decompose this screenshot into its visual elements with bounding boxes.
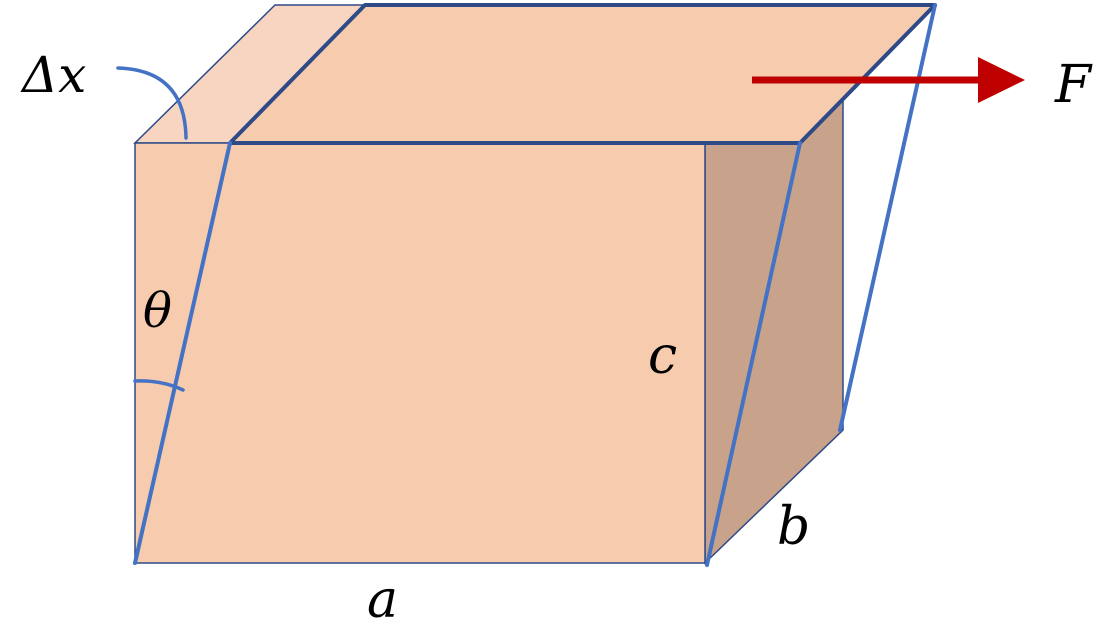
- edge-c-label: c: [648, 326, 677, 386]
- force-arrowhead-icon: [978, 57, 1025, 103]
- sheared-back-right-edge: [838, 3, 937, 432]
- edge-b-label: b: [777, 497, 810, 557]
- delta-x-label: Δx: [20, 46, 86, 104]
- edge-a-label: a: [367, 570, 398, 630]
- sheared-front-right-edge: [705, 141, 802, 567]
- delta-x-pointer-arc: [116, 66, 188, 140]
- force-label: F: [1054, 55, 1093, 115]
- sheared-outline: [133, 3, 937, 567]
- force-arrow: [752, 57, 1025, 103]
- theta-label: θ: [143, 283, 172, 339]
- theta-angle-arc: [133, 379, 185, 392]
- sheared-left-edge: [133, 141, 232, 565]
- box-front-face: [134, 142, 706, 564]
